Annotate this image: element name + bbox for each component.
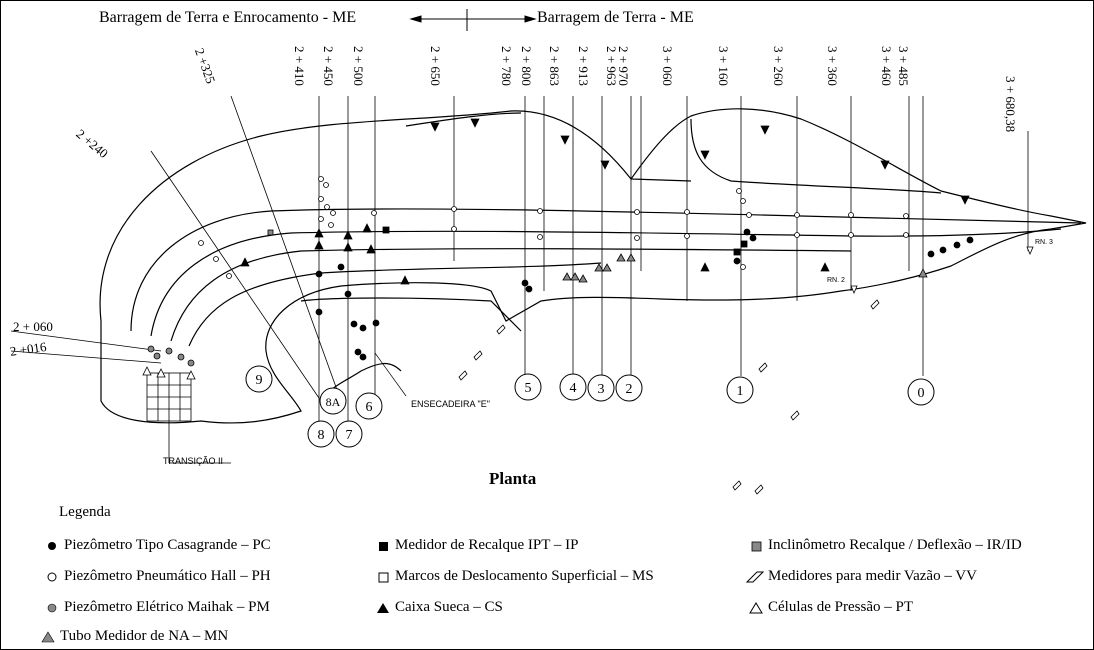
- station-label: 2 + 970: [616, 46, 631, 86]
- section-label: 4: [570, 381, 577, 396]
- legend-title: Legenda: [59, 504, 111, 520]
- section-marker: 1: [726, 376, 754, 404]
- station-label: 2 + 800: [519, 46, 534, 86]
- open-triangle-icon: [749, 601, 763, 613]
- legend-label: Caixa Sueca – CS: [395, 599, 503, 615]
- legend-label: Marcos de Deslocamento Superficial – MS: [395, 568, 654, 584]
- transicao-label: TRANSIÇÃO II: [163, 456, 224, 466]
- section-markers: 9 8A 8 76 5 4 3 2 1 0: [245, 365, 935, 448]
- gray-square-icon: [751, 541, 762, 551]
- transition-zone: [146, 372, 231, 464]
- section-marker: 9: [245, 365, 273, 393]
- section-marker: 5: [514, 373, 542, 401]
- section-label: 7: [346, 428, 353, 443]
- legend-item-ip: Medidor de Recalque IPT – IP: [376, 537, 578, 554]
- section-label: 2: [626, 382, 633, 397]
- legend-label: Tubo Medidor de NA – MN: [60, 628, 229, 644]
- section-marker: 2: [615, 374, 643, 402]
- section-label: 8A: [326, 395, 341, 409]
- station-label: 2 + 500: [351, 46, 366, 86]
- section-marker: 7: [335, 420, 363, 448]
- legend-item-ph: Piezômetro Pneumático Hall – PH: [45, 568, 271, 585]
- legend-label: Piezômetro Elétrico Maihak – PM: [64, 599, 270, 615]
- parallelogram-icon: [745, 571, 765, 582]
- filled-triangle-icon: [377, 602, 389, 613]
- section-label: 8: [318, 428, 325, 443]
- station-label: 2 + 410: [292, 46, 307, 86]
- instruments: [142, 176, 1034, 495]
- gray-circle-icon: [47, 603, 57, 612]
- legend-label: Inclinômetro Recalque / Deflexão – IR/ID: [768, 537, 1022, 553]
- slope-ticks: [240, 118, 970, 285]
- section-label: 9: [256, 373, 263, 388]
- section-label: 6: [366, 400, 373, 415]
- section-marker: 8: [307, 420, 335, 448]
- header-left-label: Barragem de Terra e Enrocamento - ME: [99, 9, 357, 26]
- header-arrows: [409, 9, 537, 31]
- section-marker: 4: [559, 373, 587, 401]
- station-label: 3 + 060: [660, 46, 675, 86]
- section-marker: 8A: [319, 387, 347, 415]
- station-label: 2 + 780: [499, 46, 514, 86]
- station-label: 3 + 360: [825, 46, 840, 86]
- legend-label: Células de Pressão – PT: [768, 599, 913, 615]
- dam-outline: [99, 108, 1087, 424]
- legend-item-pc: Piezômetro Tipo Casagrande – PC: [45, 537, 271, 554]
- section-label: 3: [598, 382, 605, 397]
- station-label: 3 + 160: [716, 46, 731, 86]
- section-marker: 6: [355, 392, 383, 420]
- legend-item-ms: Marcos de Deslocamento Superficial – MS: [376, 568, 654, 585]
- rn3-label: RN. 3: [1035, 239, 1053, 246]
- station-label: 3 + 260: [771, 46, 786, 86]
- station-label: 2 + 913: [576, 46, 591, 86]
- open-circle-icon: [47, 572, 57, 581]
- section-label: 0: [918, 386, 925, 401]
- ensecadeira-label: ENSECADEIRA "E": [411, 399, 490, 409]
- section-label: 1: [737, 384, 744, 399]
- legend-item-ir: Inclinômetro Recalque / Deflexão – IR/ID: [749, 537, 1022, 554]
- section-marker: 3: [587, 374, 615, 402]
- legend-item-cs: Caixa Sueca – CS: [376, 599, 503, 616]
- station-lines: [10, 95, 1029, 421]
- legend-item-vv: Medidores para medir Vazão – VV: [745, 568, 977, 585]
- gray-triangle-icon: [41, 630, 55, 642]
- legend-label: Medidor de Recalque IPT – IP: [395, 537, 579, 553]
- plan-title: Planta: [489, 469, 537, 488]
- station-label: 3 + 680,38: [1003, 76, 1018, 133]
- legend-item-pm: Piezômetro Elétrico Maihak – PM: [45, 599, 270, 616]
- legend-item-pt: Células de Pressão – PT: [749, 599, 913, 616]
- legend-item-mn: Tubo Medidor de NA – MN: [41, 628, 228, 645]
- station-label: 2 + 060: [13, 319, 53, 334]
- section-label: 5: [525, 381, 532, 396]
- station-label: 3 + 485: [896, 46, 911, 86]
- header-right-label: Barragem de Terra - ME: [537, 9, 694, 26]
- station-label: 2 + 863: [547, 46, 562, 86]
- open-square-icon: [378, 572, 389, 582]
- station-label: 2 + 650: [428, 46, 443, 86]
- legend-label: Medidores para medir Vazão – VV: [768, 568, 977, 584]
- section-marker: 0: [907, 378, 935, 406]
- legend-label: Piezômetro Tipo Casagrande – PC: [64, 537, 271, 553]
- rn2-label: RN. 2: [827, 277, 845, 284]
- station-label: 2 + 450: [321, 46, 336, 86]
- station-label: 3 + 460: [879, 46, 894, 86]
- legend-label: Piezômetro Pneumático Hall – PH: [64, 568, 271, 584]
- filled-circle-icon: [48, 541, 56, 550]
- filled-square-icon: [379, 541, 388, 551]
